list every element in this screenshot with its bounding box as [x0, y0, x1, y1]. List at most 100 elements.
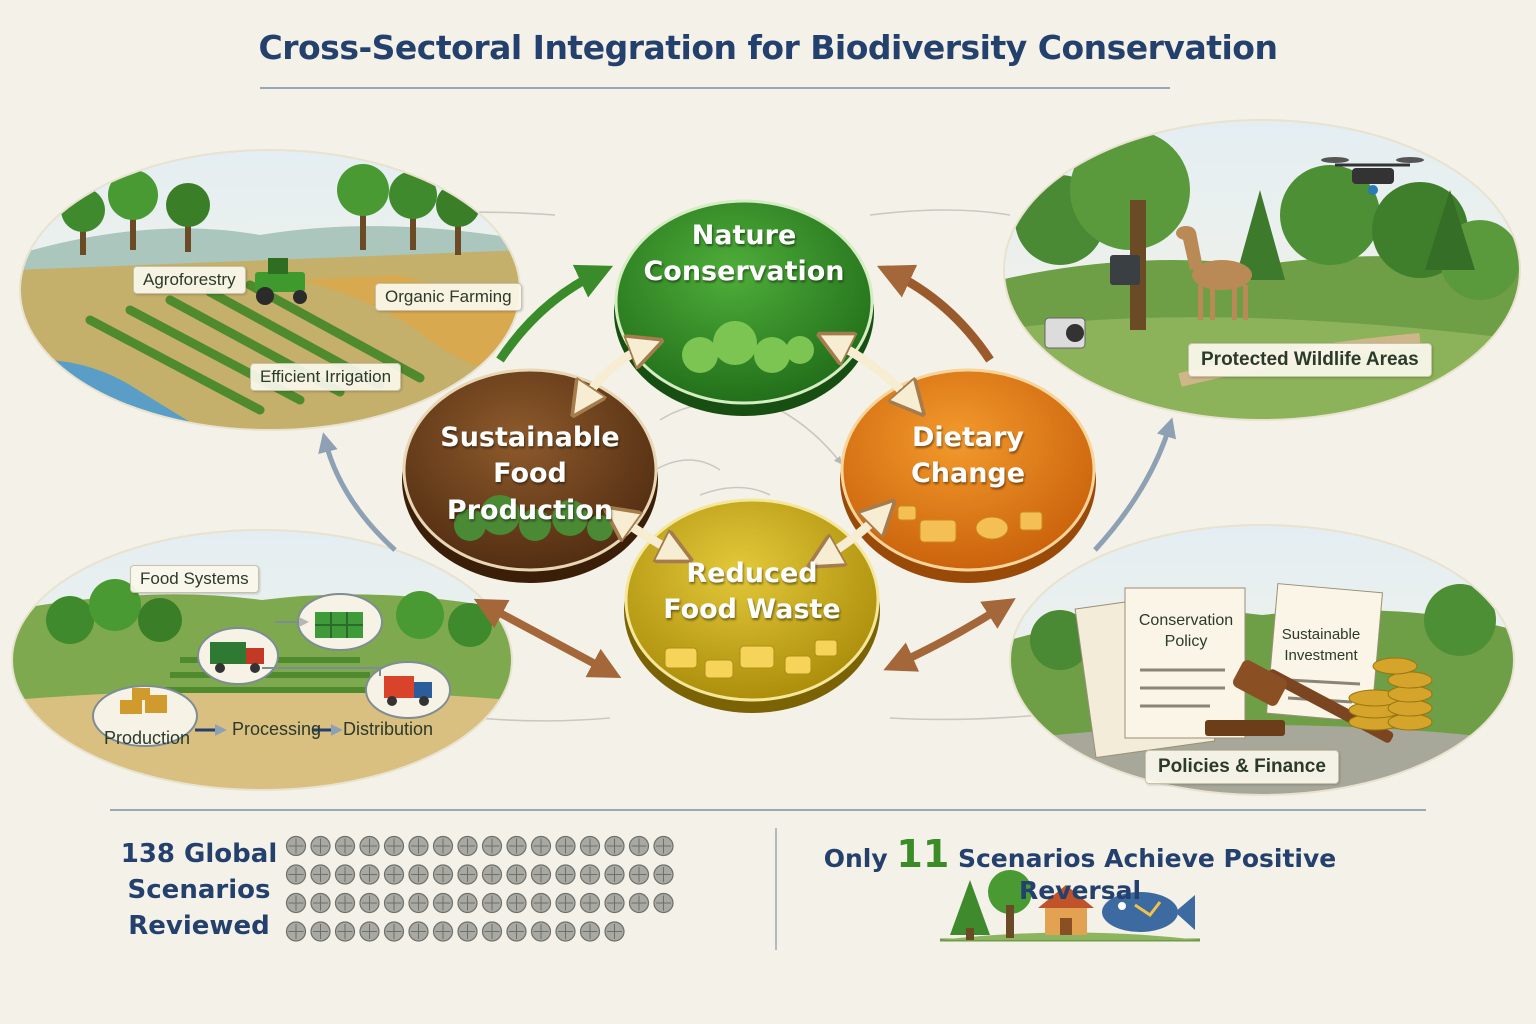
camera-trap-icon [1044, 255, 1140, 349]
tag-efficient-irrigation: Efficient Irrigation [250, 363, 402, 391]
stat-line-3: Reviewed [128, 911, 270, 941]
scenario-dot [310, 921, 331, 942]
scenario-dot [506, 921, 527, 942]
scenario-dot [628, 892, 650, 914]
scenario-dot [579, 835, 601, 857]
scenarios-reviewed-stat: 138 Global Scenarios Reviewed [104, 836, 294, 944]
label-processing: Processing [232, 719, 322, 739]
coin-stack-icon [1348, 657, 1433, 731]
scenario-dot [555, 864, 576, 885]
node-dietary [840, 368, 1096, 583]
scenario-dot [359, 864, 380, 885]
stat-line-2: Scenarios [127, 875, 271, 905]
inner-arrows [580, 340, 915, 560]
scenario-dot [530, 864, 552, 885]
scenario-dot [457, 864, 478, 885]
scenario-dot [359, 921, 380, 942]
tag-organic-farming: Organic Farming [375, 283, 522, 311]
tree-icon [950, 870, 1032, 940]
scenario-dot [334, 835, 356, 857]
policy-panel [1009, 524, 1515, 796]
positive-reversal-stat: Only 11 Scenarios Achieve Positive Rever… [800, 832, 1360, 905]
scenario-dot [530, 892, 552, 914]
scenario-dot [506, 892, 527, 914]
arrow-brown-top [876, 264, 994, 363]
node-nature [614, 199, 874, 416]
node-label-nature: Nature Conservation [643, 220, 845, 288]
scenario-dot-grid [285, 835, 674, 942]
scenario-dot [383, 835, 405, 857]
delivery-truck-icon [384, 676, 432, 706]
scenario-dot [359, 892, 380, 914]
positive-suffix: Scenarios Achieve Positive Reversal [957, 844, 1337, 905]
scenario-dot [481, 864, 503, 885]
scenario-dot [481, 892, 503, 914]
scenario-dot [383, 864, 405, 885]
arrow-food-waste [615, 515, 680, 555]
tag-agroforestry: Agroforestry [133, 266, 246, 294]
label-distribution: Distribution [343, 719, 434, 739]
scenario-dot [432, 835, 454, 857]
food-systems-panel [11, 529, 513, 791]
node-label-waste: Reduced Food Waste [663, 558, 841, 626]
page-title: Cross-Sectoral Integration for Biodivers… [258, 28, 1278, 67]
scenario-dot [579, 921, 601, 942]
drone-icon [1321, 157, 1424, 195]
scenario-dot [653, 835, 674, 857]
tag-protected-wildlife-areas: Protected Wildlife Areas [1188, 343, 1432, 377]
node-label-dietary: Dietary Change [910, 422, 1026, 490]
scenario-dot [383, 892, 405, 914]
truck-icon [210, 642, 264, 673]
forest-trees [1015, 130, 1520, 330]
scenario-dot [628, 835, 650, 857]
label-production: Production [104, 728, 191, 748]
scenario-dot [604, 835, 625, 857]
scenario-dot [457, 835, 478, 857]
scenario-dot [530, 921, 552, 942]
scenario-dot [310, 864, 331, 885]
scenario-dot [604, 864, 625, 885]
scenario-dot [408, 892, 429, 914]
scenario-dot [604, 892, 625, 914]
scenario-dot [653, 864, 674, 885]
house-icon [1038, 885, 1094, 935]
scenario-dot [555, 835, 576, 857]
scenario-dot [555, 892, 576, 914]
scenario-dot [285, 835, 307, 857]
scenario-dot [506, 864, 527, 885]
scenario-dot [604, 921, 625, 942]
arrow-nature-diet [830, 340, 915, 405]
scenario-dot [408, 835, 429, 857]
scenario-dot [653, 892, 674, 914]
deer-icon [1176, 226, 1252, 320]
scenario-dot [457, 921, 478, 942]
scenario-dot [530, 835, 552, 857]
arrow-gray-right [1093, 417, 1177, 552]
scenario-dot [506, 835, 527, 857]
scenario-dot [334, 921, 356, 942]
scenario-dot [285, 892, 307, 914]
crates-icon [315, 612, 363, 638]
arrow-diet-waste [820, 510, 885, 560]
outer-arrows [318, 264, 1177, 679]
scenario-dot [408, 864, 429, 885]
arrow-food-nature [580, 345, 650, 405]
scenario-dot [628, 864, 650, 885]
scenario-dot [310, 892, 331, 914]
wildlife-panel [1003, 119, 1521, 421]
scenario-dot [285, 921, 307, 942]
scenario-dot [579, 864, 601, 885]
scenario-dot [579, 892, 601, 914]
scenario-dot [383, 921, 405, 942]
scenario-dot [334, 892, 356, 914]
scenario-dot [432, 892, 454, 914]
scenario-dot [481, 921, 503, 942]
scenario-dot [408, 921, 429, 942]
arrow-brown-left [473, 598, 622, 679]
tractor-icon [255, 258, 307, 305]
fish-icon [1102, 892, 1195, 932]
arrow-gray-left [318, 432, 397, 552]
scenario-dot [432, 921, 454, 942]
tag-policies-finance: Policies & Finance [1145, 750, 1339, 784]
